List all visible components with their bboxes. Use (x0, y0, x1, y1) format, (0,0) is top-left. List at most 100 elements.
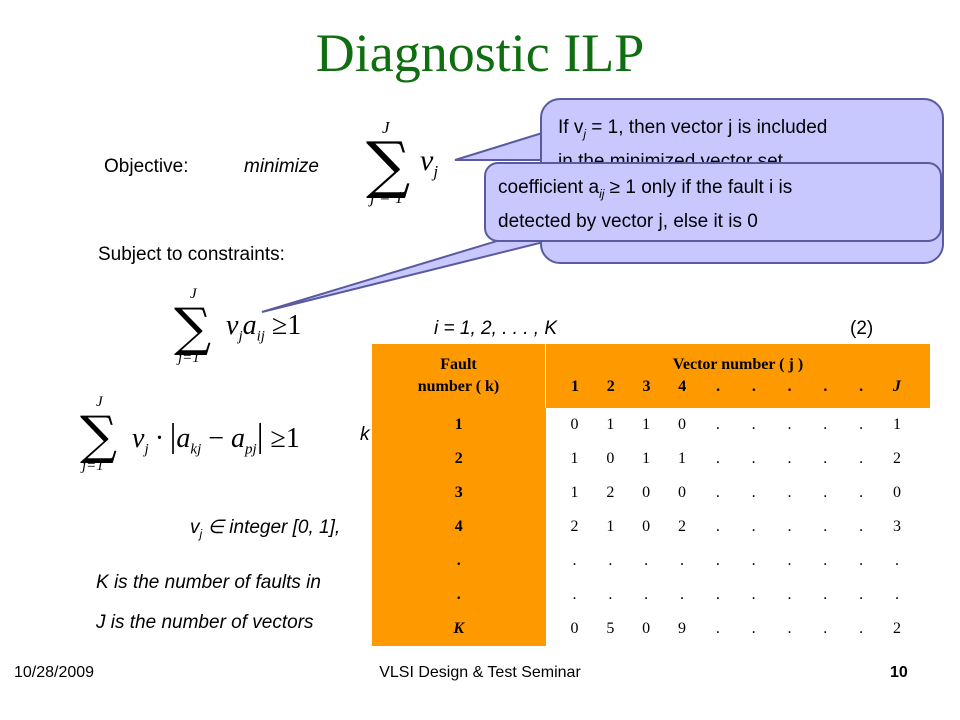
vector-values-cell: .......... (546, 544, 931, 578)
table-cell: 0 (606, 450, 615, 467)
table-cell: . (787, 416, 792, 433)
table-cell: 5 (606, 620, 615, 637)
table-cell: . (823, 620, 828, 637)
table-cell: . (679, 586, 684, 603)
table-cell: 2 (606, 484, 615, 501)
table-cell: 1 (677, 450, 686, 467)
table-cell: 1 (606, 518, 615, 535)
constraint2-sigma-icon: ∑ (80, 406, 118, 466)
table-cell: 0 (642, 620, 651, 637)
coefficient-callout: coefficient aij ≥ 1 only if the fault i … (484, 162, 942, 242)
fault-number-header: Fault number ( k) (372, 344, 546, 408)
table-cell: . (715, 450, 720, 467)
table-cell: . (715, 586, 720, 603)
domain-post: ∈ integer [0, 1], (202, 517, 341, 538)
vector-col-3: 4 (678, 378, 687, 395)
fault-number-cell: 1 (372, 408, 546, 442)
vector-col-1: 2 (606, 378, 615, 395)
table-cell: . (823, 484, 828, 501)
constraint2-sum-upper: J (96, 394, 103, 410)
domain-pre: v (190, 517, 200, 538)
fault-header-line1: Fault (440, 356, 477, 373)
constraint1-sum-upper: J (190, 286, 197, 302)
constraint1-number: (2) (850, 318, 874, 339)
constraint2-sum-lower: j=1 (82, 458, 104, 474)
objective-label: Objective: (104, 156, 189, 177)
table-cell: . (608, 586, 613, 603)
fault-number-cell: K (372, 612, 546, 646)
table-cell: . (859, 586, 864, 603)
table-cell: . (751, 518, 756, 535)
table-cell: . (715, 518, 720, 535)
table-cell: . (787, 586, 792, 603)
callout-back-pre: If v (558, 117, 584, 138)
table-cell: . (751, 552, 756, 569)
vector-values: .......... (546, 586, 931, 604)
table-cell: . (751, 620, 756, 637)
vector-col-6: . (787, 378, 792, 395)
constraint1-sum-lower: j=1 (178, 350, 200, 366)
vector-values-cell: .......... (546, 578, 931, 612)
table-cell: 9 (677, 620, 686, 637)
table-cell: 0 (892, 484, 901, 501)
table-cell: 1 (606, 416, 615, 433)
table-cell: . (608, 552, 613, 569)
constraint2-expression: vj · |akj − apj| ≥1 (132, 418, 300, 458)
table-cell: 2 (892, 620, 901, 637)
table-cell: . (859, 484, 864, 501)
table-cell: . (823, 586, 828, 603)
table-cell: . (787, 518, 792, 535)
objective-sigma-icon: ∑ (366, 128, 411, 201)
fault-number-cell: . (372, 578, 546, 612)
fault-number-cell: . (372, 544, 546, 578)
fault-header-line2: number ( k) (417, 378, 500, 395)
fault-number-cell: 2 (372, 442, 546, 476)
table-cell: . (787, 552, 792, 569)
table-cell: . (859, 552, 864, 569)
table-cell: 2 (677, 518, 686, 535)
table-cell: 2 (892, 450, 901, 467)
callout-back-sub: j (583, 126, 587, 141)
table-cell: . (823, 450, 828, 467)
vector-col-5: . (751, 378, 756, 395)
objective-sum-lower: j = 1 (370, 188, 404, 207)
table-cell: . (751, 416, 756, 433)
table-cell: . (572, 586, 577, 603)
table-cell: . (894, 586, 899, 603)
table-cell: . (751, 450, 756, 467)
table-cell: 2 (570, 518, 579, 535)
vector-col-4: . (716, 378, 721, 395)
objective-sum-upper: J (382, 118, 390, 137)
table-row: ........... (372, 578, 930, 612)
footer-page-number: 10 (890, 664, 908, 681)
table-cell: . (787, 484, 792, 501)
table-cell: 0 (642, 484, 651, 501)
subject-label: Subject to constraints: (98, 244, 285, 265)
constraint1-expression: vjaij ≥1 (226, 310, 302, 345)
table-row: ........... (372, 544, 930, 578)
constraint2-k: k (360, 424, 370, 445)
table-cell: . (894, 552, 899, 569)
callout-front-post: ≥ 1 only if the fault i is (604, 177, 793, 198)
domain-line: vj ∈ integer [0, 1], (190, 516, 340, 541)
table-cell: . (715, 416, 720, 433)
table-cell: . (859, 450, 864, 467)
table-cell: 1 (570, 484, 579, 501)
constraint1-sigma-icon: ∑ (174, 298, 212, 358)
table-cell: 1 (892, 416, 901, 433)
callout-front-pre: coefficient a (498, 177, 600, 198)
table-cell: . (859, 416, 864, 433)
